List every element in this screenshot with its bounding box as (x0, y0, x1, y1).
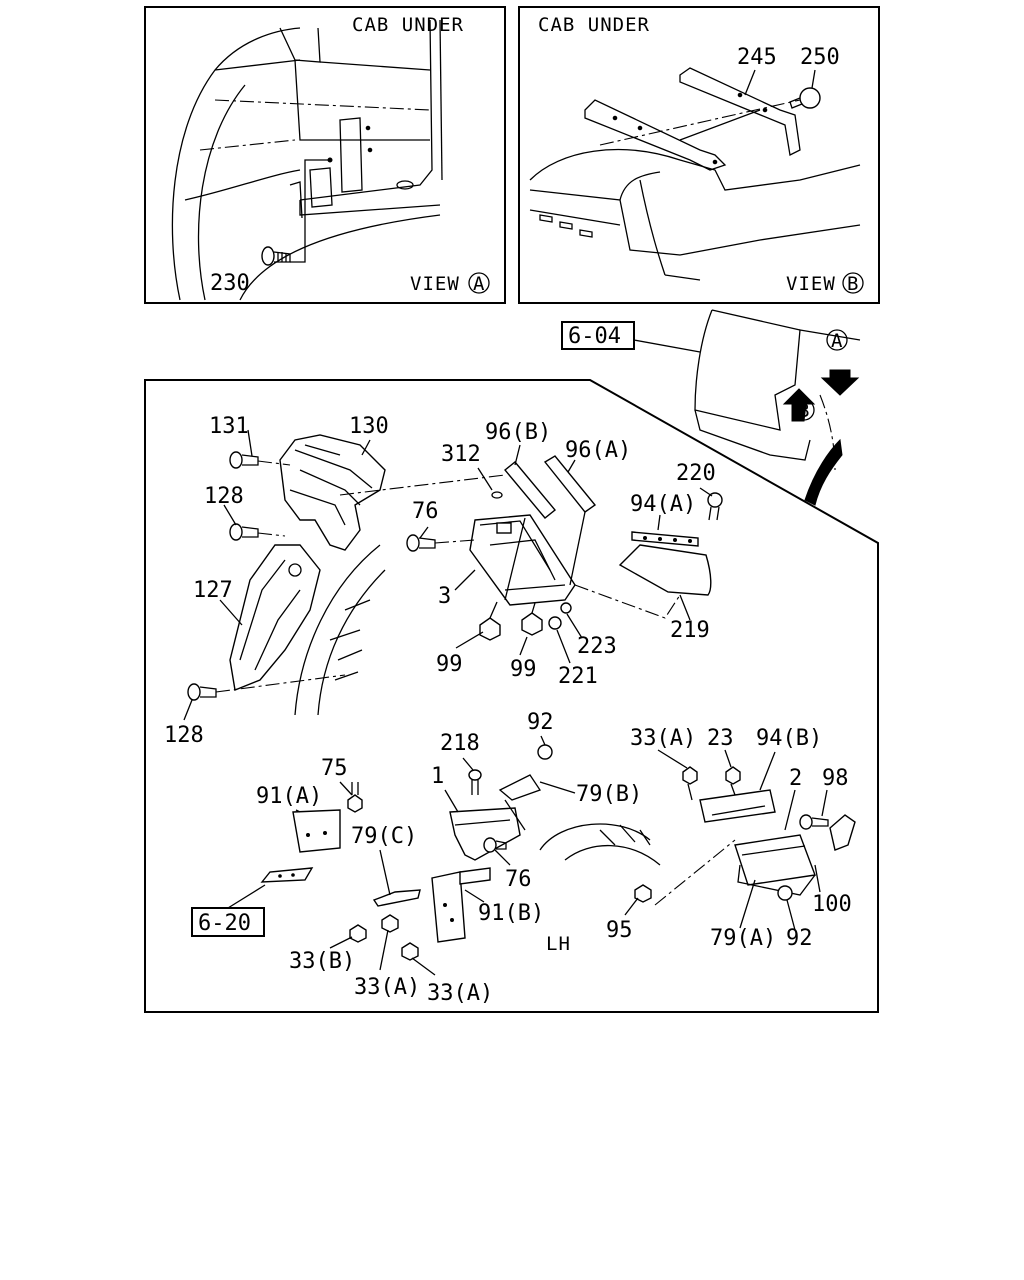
ref-box-6-04 (561, 321, 635, 350)
bolt-128-upper (229, 523, 259, 541)
marker-a: A (831, 330, 843, 352)
callout-92-lower: 92 (786, 926, 813, 951)
callout-312: 312 (441, 442, 481, 467)
bolt-98 (799, 814, 829, 830)
cab-reference-inset: 6-04 A B (561, 309, 861, 506)
callout-79c: 79(C) (351, 824, 417, 849)
ref-6-04: 6-04 (568, 324, 621, 349)
callout-98: 98 (822, 766, 849, 791)
callout-79a: 79(A) (710, 926, 776, 951)
nut-99-b (521, 602, 543, 636)
view-b-marker: B (847, 273, 859, 295)
callout-96a: 96(A) (565, 438, 631, 463)
callout-91a: 91(A) (256, 784, 322, 809)
bolt-95 (634, 884, 652, 903)
callout-75: 75 (321, 756, 348, 781)
callout-33a-low: 33(A) (427, 981, 493, 1006)
bolt-33a-a (381, 914, 399, 933)
callout-219: 219 (670, 618, 710, 643)
ref-6-20: 6-20 (198, 911, 251, 936)
bolt-33a-b (401, 942, 419, 961)
view-b-panel: CAB UNDER 245 250 VIEW B (518, 6, 880, 304)
view-a-title: CAB UNDER (352, 14, 464, 36)
callout-221: 221 (558, 664, 598, 689)
callout-33a-right: 33(A) (630, 726, 696, 751)
view-a-panel: CAB UNDER 230 VIEW A (144, 6, 506, 304)
arrow-down-icon (820, 369, 860, 396)
callout-223: 223 (577, 634, 617, 659)
callout-94b: 94(B) (756, 726, 822, 751)
bolt-76-upper (406, 534, 436, 552)
callout-250: 250 (800, 45, 840, 70)
callout-33a-mid: 33(A) (354, 975, 420, 1000)
callout-91b: 91(B) (478, 901, 544, 926)
main-exploded-panel: 6-20 (144, 379, 879, 1013)
callout-23: 23 (707, 726, 734, 751)
bolt-250 (789, 87, 821, 109)
callout-99-b: 99 (510, 657, 537, 682)
main-frame (144, 379, 879, 1013)
callout-127: 127 (193, 578, 233, 603)
bolt-23 (725, 766, 741, 796)
callout-3: 3 (438, 584, 451, 609)
bolt-131 (229, 451, 259, 469)
curved-arrow-icon (804, 438, 843, 506)
bolt-128-lower (187, 683, 217, 701)
callout-230: 230 (210, 271, 250, 296)
view-a-view-label: VIEW (410, 273, 460, 295)
callout-79b: 79(B) (576, 782, 642, 807)
bolt-33b (349, 924, 367, 943)
callout-100: 100 (812, 892, 852, 917)
bolt-230 (261, 246, 291, 266)
view-b-view-label: VIEW (786, 273, 836, 295)
callout-99-a: 99 (436, 652, 463, 677)
bolt-33a-right (682, 766, 698, 801)
arrow-right-icon (782, 388, 816, 422)
callout-33b: 33(B) (289, 949, 355, 974)
bolt-75 (347, 782, 363, 813)
view-a-marker: A (473, 273, 485, 295)
callout-128-upper: 128 (204, 484, 244, 509)
callout-76-upper: 76 (412, 499, 439, 524)
bolt-218 (468, 769, 482, 795)
nut-99-a (479, 601, 501, 641)
callout-2: 2 (789, 766, 802, 791)
callout-130: 130 (349, 414, 389, 439)
callout-96b: 96(B) (485, 420, 551, 445)
callout-245: 245 (737, 45, 777, 70)
callout-95: 95 (606, 918, 633, 943)
nut-92-upper (537, 744, 553, 760)
callout-92-upper: 92 (527, 710, 554, 735)
bolt-76-lower (483, 837, 507, 853)
side-label-lh: LH (546, 933, 571, 955)
bolt-220 (707, 492, 723, 521)
callout-218: 218 (440, 731, 480, 756)
callout-1: 1 (431, 764, 444, 789)
callout-76-lower: 76 (505, 867, 532, 892)
view-b-title: CAB UNDER (538, 14, 650, 36)
nut-92-lower (777, 885, 793, 901)
callout-220: 220 (676, 461, 716, 486)
callout-131: 131 (209, 414, 249, 439)
callout-128-lower: 128 (164, 723, 204, 748)
callout-94a: 94(A) (630, 492, 696, 517)
